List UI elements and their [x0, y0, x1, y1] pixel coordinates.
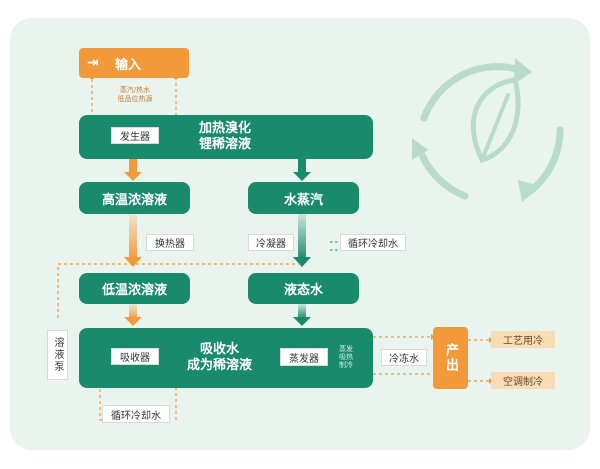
output-box: 产出 [433, 327, 468, 389]
heat-exchanger-box: 换热器 [146, 234, 194, 251]
evaporator-label: 蒸发器 [289, 353, 319, 365]
chilled-water-box: 冷冻水 [381, 349, 427, 366]
input-label: 输入 [115, 57, 142, 73]
heating-line2: 锂稀溶液 [199, 137, 252, 152]
process-cooling-label: 工艺用冷 [503, 336, 543, 347]
evaporator-box: 蒸发器 [280, 348, 328, 366]
chilled-water-label: 冷冻水 [389, 354, 419, 365]
input-note-line2: 低品位热源 [117, 95, 153, 103]
output-label: 产出 [443, 343, 458, 373]
recycle-leaf-icon [416, 63, 564, 200]
water-vapor-label: 水蒸汽 [283, 192, 323, 208]
absorb-line2: 成为稀溶液 [187, 358, 253, 373]
input-note: 蒸汽/热水 低品位热源 [97, 84, 173, 106]
process-cooling-box: 工艺用冷 [491, 331, 555, 348]
generator-label: 发生器 [120, 132, 150, 143]
solution-pump-box: 溶液泵 [47, 330, 68, 380]
cooling-water-condenser-label: 循环冷却水 [348, 239, 398, 250]
flow-arrows [124, 159, 311, 326]
liquid-water-label: 液态水 [283, 283, 323, 298]
generator-box: 发生器 [111, 127, 159, 144]
high-temp-solution-label: 高温浓溶液 [101, 192, 167, 208]
high-temp-solution-box: 高温浓溶液 [79, 182, 190, 214]
low-temp-solution-box: 低温浓溶液 [79, 273, 190, 304]
input-arrow-icon: ⇥ [87, 55, 99, 71]
evap-note-line1: 蒸发 [339, 345, 353, 353]
condenser-box: 冷凝器 [248, 234, 294, 251]
solution-pump-label: 溶液泵 [52, 337, 63, 373]
condenser-label: 冷凝器 [256, 239, 286, 250]
evap-note-line2: 吸热 [339, 353, 353, 361]
cooling-water-absorber-label: 循环冷却水 [111, 410, 161, 422]
ac-cooling-box: 空调制冷 [491, 372, 555, 389]
heat-exchanger-label: 换热器 [155, 239, 185, 250]
absorb-line1: 吸收水 [200, 342, 240, 357]
input-note-line1: 蒸汽/热水 [119, 86, 151, 94]
input-box: ⇥ 输入 [79, 48, 189, 78]
evap-note-line3: 制冷 [339, 361, 353, 369]
absorber-label: 吸收器 [120, 353, 150, 364]
cooling-water-condenser-box: 循环冷却水 [340, 234, 406, 251]
evap-note: 蒸发 吸热 制冷 [334, 343, 358, 371]
ac-cooling-label: 空调制冷 [503, 377, 543, 388]
low-temp-solution-label: 低温浓溶液 [101, 283, 167, 298]
cooling-water-absorber-box: 循环冷却水 [102, 405, 170, 423]
heating-line1: 加热溴化 [199, 121, 252, 136]
water-vapor-box: 水蒸汽 [248, 182, 359, 214]
absorber-label-box: 吸收器 [111, 348, 159, 365]
liquid-water-box: 液态水 [248, 273, 359, 304]
